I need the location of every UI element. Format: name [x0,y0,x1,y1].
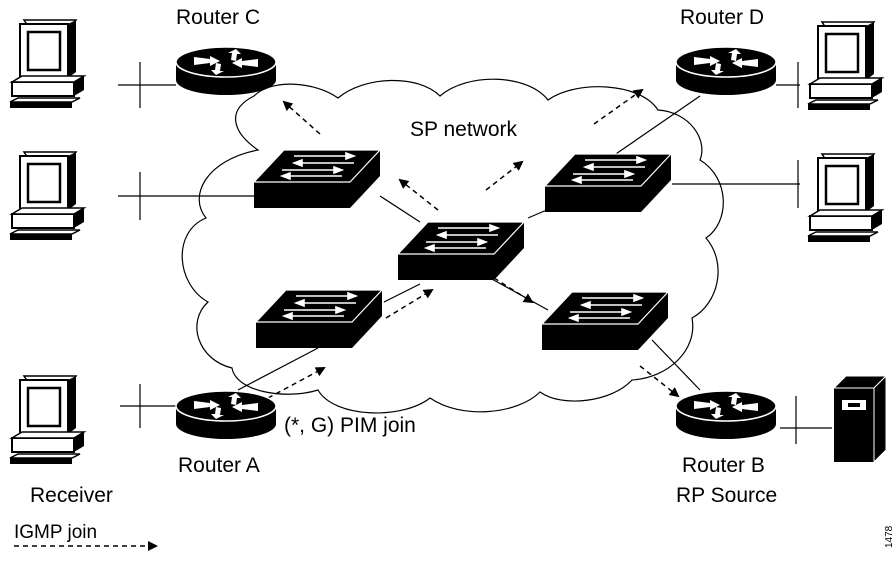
arrow-pim-join [267,367,326,399]
router-d-label: Router D [680,6,764,29]
legend-igmp-label: IGMP join [14,522,97,543]
router-c-label: Router C [176,6,260,29]
router-icon [175,390,277,440]
workstation-icon [8,374,86,466]
arrow-to-router-c [282,100,321,135]
router-icon [675,390,777,440]
server-icon [833,375,887,463]
workstation-icon [806,152,884,244]
router-icon [675,46,777,96]
receiver-label: Receiver [30,484,113,507]
arrow-to-router-b [639,365,680,398]
router-a-label: Router A [178,454,260,477]
workstation-icon [8,150,86,242]
router-icon [175,46,277,96]
arrow-to-switch-d [485,160,524,191]
pim-join-label: (*, G) PIM join [284,414,416,437]
cloud-label: SP network [410,118,517,141]
arrow-to-switch-c [398,178,439,211]
workstation-icon [8,18,86,110]
router-b-label: Router B [682,454,765,477]
workstation-icon [806,20,884,112]
arrow-to-router-d [593,88,644,125]
arrow-to-switch-b [493,277,534,304]
rp-source-label: RP Source [676,484,777,507]
links [118,62,832,444]
figure-id: 1478 [884,525,894,548]
join-arrows [14,88,680,551]
